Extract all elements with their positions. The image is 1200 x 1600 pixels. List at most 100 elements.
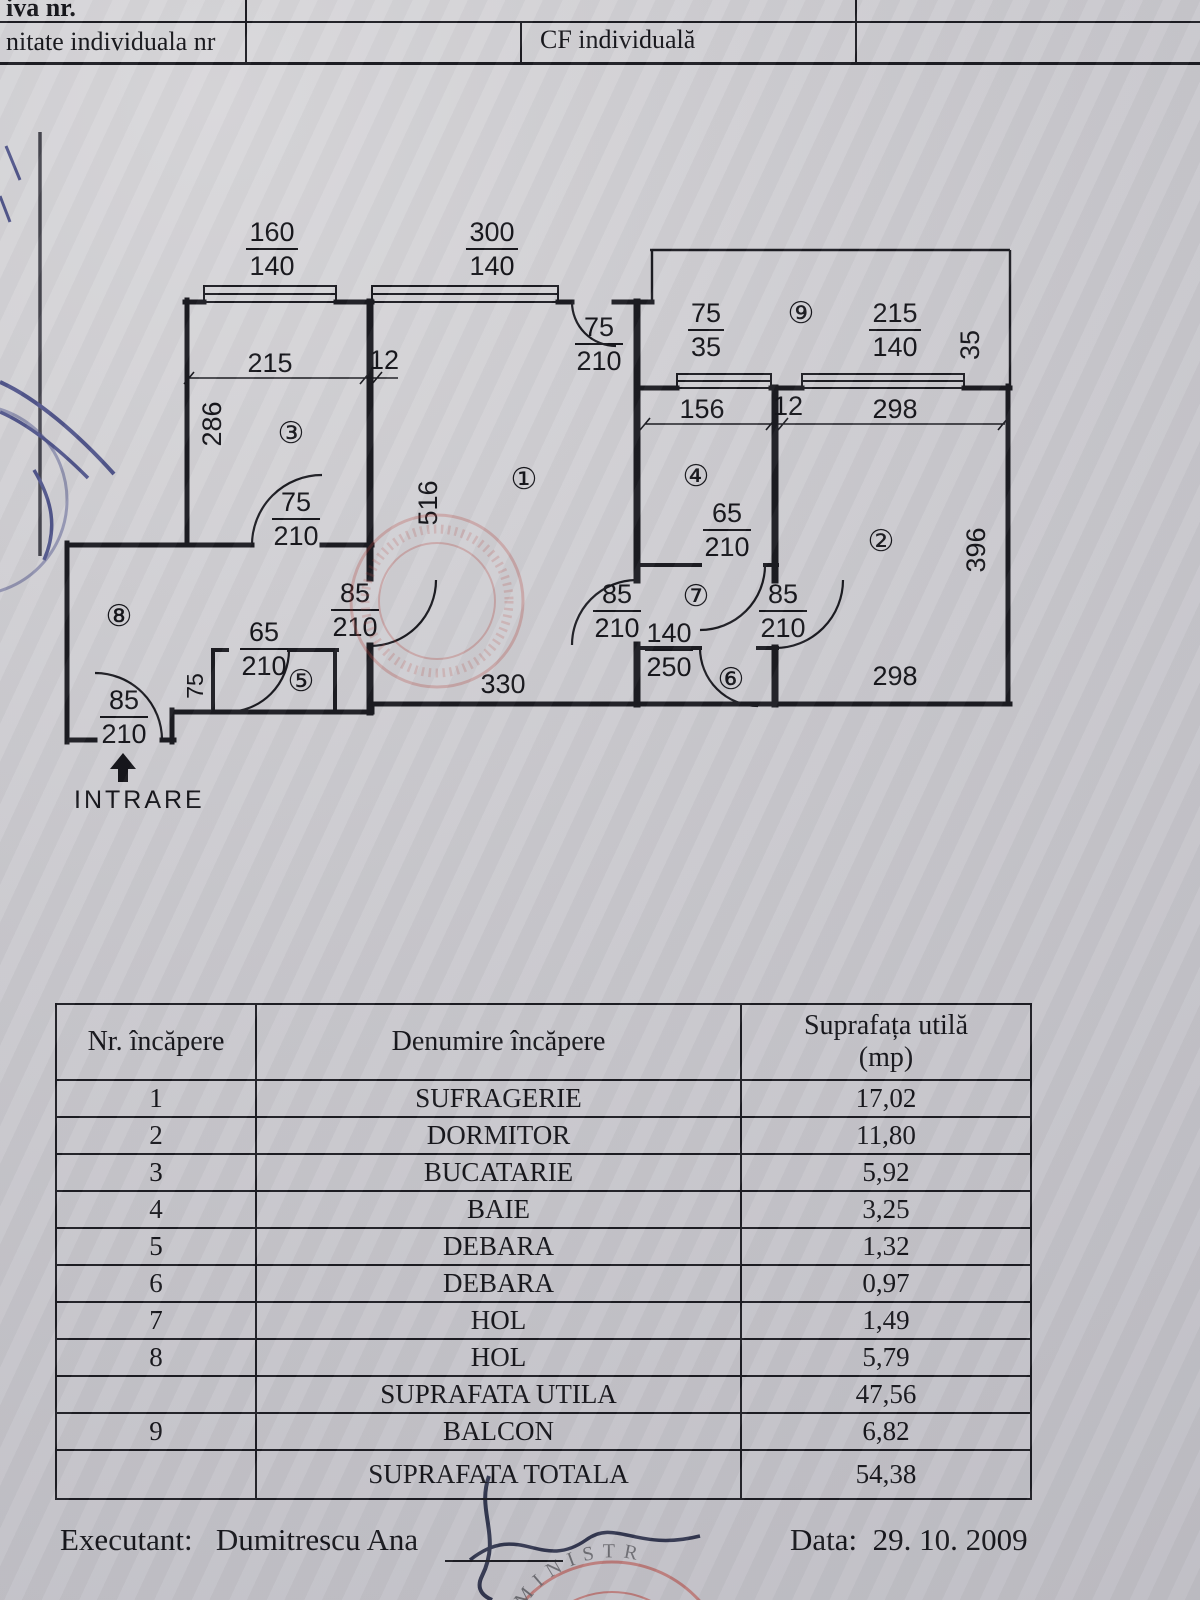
signature-underline xyxy=(445,1560,563,1562)
room-number-9: ⑨ xyxy=(788,297,815,330)
room-number-7: ⑦ xyxy=(683,580,710,613)
svg-text:65: 65 xyxy=(249,617,279,647)
svg-text:85: 85 xyxy=(602,579,632,609)
cell-nr: 4 xyxy=(55,1190,257,1229)
svg-text:85: 85 xyxy=(768,579,798,609)
executant-label: Executant: xyxy=(60,1522,193,1557)
executant-name: Dumitrescu Ana xyxy=(215,1522,419,1557)
header-hline-2 xyxy=(0,62,1200,65)
cell-nr xyxy=(55,1375,257,1414)
room-number-5: ⑤ xyxy=(288,665,315,698)
pen-marks xyxy=(0,132,116,593)
dim-fraction-window-mid: 300 140 xyxy=(466,217,518,281)
entrance-label: INTRARE xyxy=(74,786,205,814)
dim-fraction-entry-door: 85 210 xyxy=(100,685,148,749)
cell-area: 17,02 xyxy=(740,1079,1032,1118)
header-suprafata-line1: Suprafața utilă xyxy=(803,1010,969,1041)
plan-light-walls xyxy=(211,563,779,714)
cell-nr: 2 xyxy=(55,1116,257,1155)
cell-area: 54,38 xyxy=(740,1449,1032,1500)
header-denumire: Denumire încăpere xyxy=(255,1003,742,1081)
plan-outer-walls xyxy=(64,297,1013,745)
cell-area: 1,49 xyxy=(740,1301,1032,1340)
svg-text:210: 210 xyxy=(241,651,286,681)
cell-nr: 7 xyxy=(55,1301,257,1340)
cell-nr: 1 xyxy=(55,1079,257,1118)
cell-name: BALCON xyxy=(255,1412,742,1451)
dim-kitchen-height: 286 xyxy=(197,401,227,446)
svg-text:210: 210 xyxy=(594,613,639,643)
dim-balcony-side: 35 xyxy=(955,330,985,360)
cell-nr: 3 xyxy=(55,1153,257,1192)
cell-area: 47,56 xyxy=(740,1375,1032,1414)
cell-name: SUFRAGERIE xyxy=(255,1079,742,1118)
plan-inner-walls xyxy=(366,298,779,716)
round-stamp xyxy=(349,513,525,689)
svg-text:75: 75 xyxy=(691,298,721,328)
svg-text:65: 65 xyxy=(712,498,742,528)
cell-area: 0,97 xyxy=(740,1264,1032,1303)
windows xyxy=(203,285,965,389)
date-value: 29. 10. 2009 xyxy=(872,1522,1028,1557)
executant-line: Executant: Dumitrescu Ana xyxy=(60,1522,418,1558)
cell-name: BAIE xyxy=(255,1190,742,1229)
dim-fraction-hall7-door: 85 210 xyxy=(593,579,641,643)
room-number-3: ③ xyxy=(278,417,305,450)
header-cf-label: CF individuală xyxy=(540,25,696,54)
header-suprafata-line2: (mp) xyxy=(858,1042,914,1073)
dim-bedroom-width-bottom: 298 xyxy=(872,661,917,691)
svg-text:85: 85 xyxy=(109,685,139,715)
cell-nr xyxy=(55,1449,257,1500)
rooms-table: Nr. încăpere Denumire încăpere Suprafața… xyxy=(55,1003,1032,1500)
svg-text:210: 210 xyxy=(760,613,805,643)
dim-fraction-balcony-door: 75 210 xyxy=(575,312,623,376)
dim-fraction-bedroom-door: 85 210 xyxy=(759,579,807,643)
cell-name: HOL xyxy=(255,1301,742,1340)
dimension-lines xyxy=(183,371,1009,431)
cell-nr: 9 xyxy=(55,1412,257,1451)
cell-name: DORMITOR xyxy=(255,1116,742,1155)
room-number-1: ① xyxy=(511,463,538,496)
header-row2-label: nitate individuala nr xyxy=(6,27,216,56)
svg-text:140: 140 xyxy=(469,251,514,281)
dim-fraction-balcony-window1: 75 35 xyxy=(688,298,724,362)
dim-fraction-bath-door: 65 210 xyxy=(703,498,751,562)
cell-nr: 6 xyxy=(55,1264,257,1303)
svg-text:160: 160 xyxy=(249,217,294,247)
dim-kitchen-wall: 12 xyxy=(369,345,399,375)
room-number-8: ⑧ xyxy=(106,600,133,633)
balcony-parapet xyxy=(650,248,1012,388)
dim-fraction-debara5-door: 65 210 xyxy=(240,617,288,681)
svg-text:140: 140 xyxy=(872,332,917,362)
header-suprafata: Suprafața utilă (mp) xyxy=(740,1003,1032,1081)
dim-living-length: 516 xyxy=(413,480,443,525)
cell-area: 3,25 xyxy=(740,1190,1032,1229)
svg-text:210: 210 xyxy=(273,521,318,551)
door-arcs xyxy=(94,301,845,741)
bottom-stamp-text: MINISTR xyxy=(510,1540,639,1600)
dim-kitchen-width: 215 xyxy=(247,348,292,378)
bottom-stamp: MINISTR xyxy=(510,1540,701,1600)
date-line: Data: 29. 10. 2009 xyxy=(790,1522,1028,1558)
cell-name: SUPRAFATA TOTALA xyxy=(255,1449,742,1500)
svg-text:300: 300 xyxy=(469,217,514,247)
header-vline-1 xyxy=(245,0,247,64)
dim-bedroom-width-top: 298 xyxy=(872,394,917,424)
dim-fraction-balcony-window2: 215 140 xyxy=(869,298,921,362)
cell-name: DEBARA xyxy=(255,1264,742,1303)
svg-text:210: 210 xyxy=(576,346,621,376)
svg-text:210: 210 xyxy=(101,719,146,749)
svg-text:210: 210 xyxy=(704,532,749,562)
svg-text:210: 210 xyxy=(332,612,377,642)
dim-wall-right: 12 xyxy=(773,391,803,421)
dim-bedroom-height: 396 xyxy=(961,527,991,572)
header-vline-3 xyxy=(855,0,857,64)
room-number-2: ② xyxy=(868,525,895,558)
svg-text:75: 75 xyxy=(584,312,614,342)
